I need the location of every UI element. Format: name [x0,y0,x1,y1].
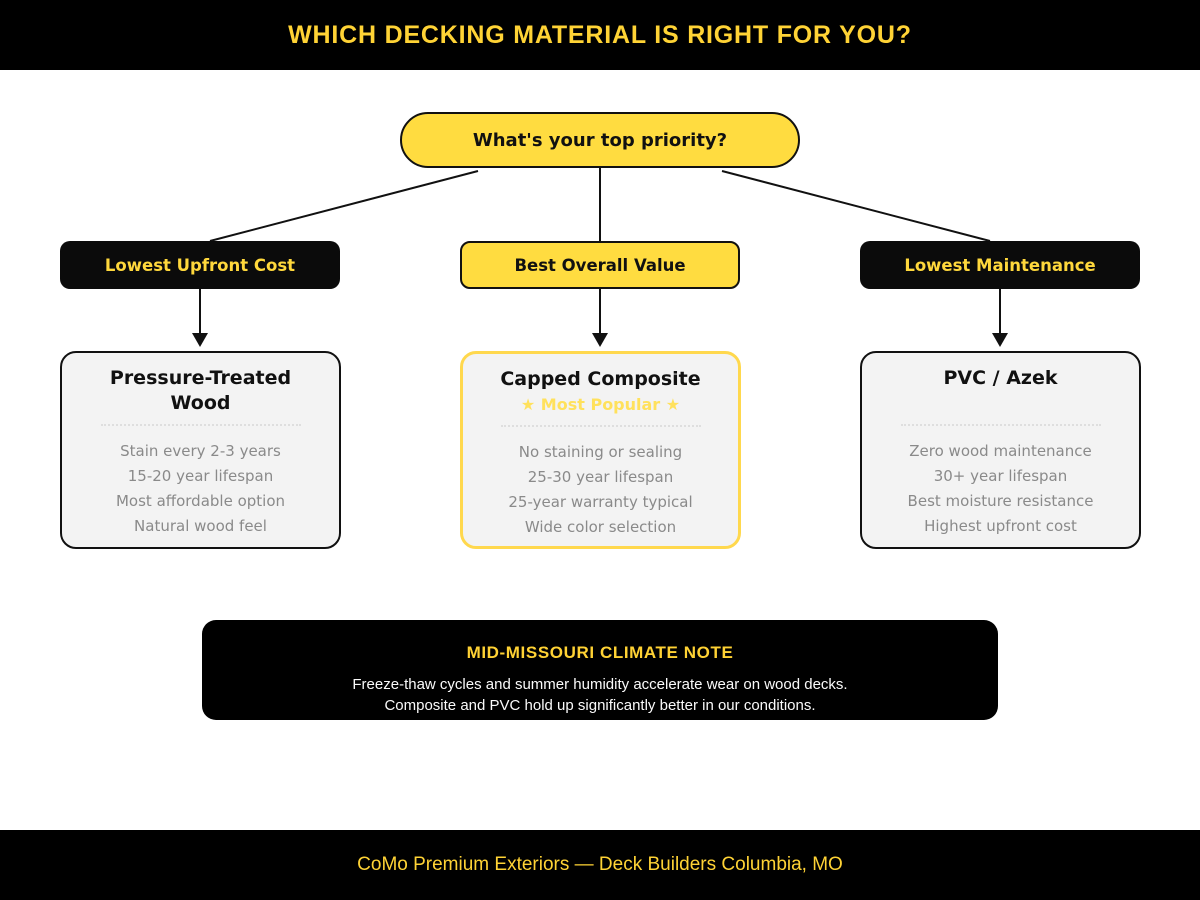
climate-note-body: Freeze-thaw cycles and summer humidity a… [202,674,998,716]
climate-note-box: MID-MISSOURI CLIMATE NOTE Freeze-thaw cy… [202,620,998,720]
card-pvc-azek: PVC / Azek Zero wood maintenance 30+ yea… [860,351,1141,549]
branch-best-overall-value: Best Overall Value [460,241,740,289]
page-title: WHICH DECKING MATERIAL IS RIGHT FOR YOU? [288,20,912,49]
list-item: Wide color selection [524,518,677,536]
climate-note-line: Freeze-thaw cycles and summer humidity a… [352,676,848,693]
card-feature-list: Stain every 2-3 years 15-20 year lifespa… [62,439,339,539]
card-title: PVC / Azek [943,367,1058,389]
list-item: Zero wood maintenance [909,442,1092,460]
root-question-label: What's your top priority? [472,129,728,151]
list-item: Natural wood feel [134,517,267,535]
list-item: Highest upfront cost [924,517,1077,535]
list-item: Best moisture resistance [907,492,1094,510]
card-feature-list: No staining or sealing 25-30 year lifesp… [463,440,738,540]
arrow-down-icon [592,333,608,347]
climate-note-line: Composite and PVC hold up significantly … [384,697,816,714]
most-popular-badge: ★ Most Popular ★ [520,395,681,414]
branch-lowest-maintenance: Lowest Maintenance [860,241,1140,289]
list-item: No staining or sealing [518,443,683,461]
card-capped-composite: Capped Composite ★ Most Popular ★ No sta… [460,351,741,549]
list-item: 25-30 year lifespan [527,468,674,486]
card-title: Capped Composite [500,368,701,390]
arrow-down-icon [992,333,1008,347]
branch-label: Lowest Maintenance [904,255,1096,275]
divider [500,425,701,427]
divider [100,424,301,426]
list-item: 25-year warranty typical [508,493,693,511]
footer-brand-text: CoMo Premium Exteriors — Deck Builders C… [357,854,843,875]
branch-label: Best Overall Value [514,255,686,275]
header-bar: WHICH DECKING MATERIAL IS RIGHT FOR YOU? [0,0,1200,70]
divider [900,424,1101,426]
card-header: PVC / Azek [862,353,1139,424]
list-item: 15-20 year lifespan [127,467,274,485]
card-header: Capped Composite ★ Most Popular ★ [463,354,738,425]
card-header: Pressure-Treated Wood [62,353,339,424]
footer-bar: CoMo Premium Exteriors — Deck Builders C… [0,830,1200,900]
branch-label: Lowest Upfront Cost [104,255,296,275]
list-item: 30+ year lifespan [933,467,1068,485]
card-feature-list: Zero wood maintenance 30+ year lifespan … [862,439,1139,539]
list-item: Most affordable option [115,492,286,510]
list-item: Stain every 2-3 years [120,442,281,460]
card-pressure-treated-wood: Pressure-Treated Wood Stain every 2-3 ye… [60,351,341,549]
arrow-down-icon [192,333,208,347]
branch-lowest-upfront-cost: Lowest Upfront Cost [60,241,340,289]
card-title: Pressure-Treated Wood [109,367,292,414]
root-question-node: What's your top priority? [400,112,800,168]
climate-note-title: MID-MISSOURI CLIMATE NOTE [466,643,734,662]
